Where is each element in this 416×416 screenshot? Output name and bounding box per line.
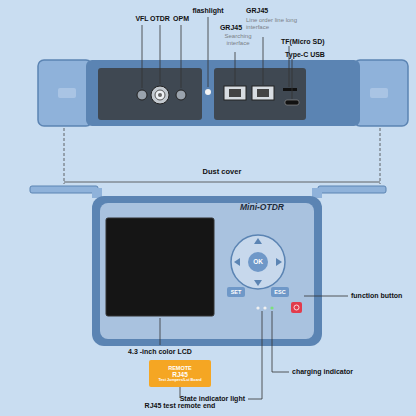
node-text: OK <box>253 258 263 265</box>
flap-tab <box>58 88 76 98</box>
nav-pad <box>231 235 285 289</box>
node-text: RJ45 <box>172 371 188 378</box>
power-button <box>291 302 302 313</box>
port-note: Searching interface <box>213 33 263 47</box>
rj45-port <box>257 89 269 97</box>
dust-cover-open <box>30 186 98 193</box>
remote-unit: REMOTERJ45Test Jumpers/Lui Board <box>149 360 211 387</box>
part-label: function button <box>351 292 402 300</box>
led <box>256 306 259 309</box>
device-frame <box>92 196 322 346</box>
esc-button: ESC <box>271 287 289 297</box>
device-body: Mini-OTDR OK SET ESC <box>92 196 322 346</box>
port-note: Line order line long interface <box>246 17 316 31</box>
part-label: Dust cover <box>203 168 242 177</box>
part-label: flashlight <box>192 7 223 15</box>
flap-tab <box>370 88 388 98</box>
arrow-keys <box>234 238 282 286</box>
node-text: SET <box>231 289 242 295</box>
node-text: Mini-OTDR <box>240 203 284 212</box>
port-label: Type-C USB <box>285 51 325 59</box>
port-label: TF(Micro SD) <box>281 38 325 46</box>
node-text: ESC <box>274 289 285 295</box>
port-label: OTDR <box>150 15 170 23</box>
rj45-port <box>224 86 246 100</box>
node-text: REMOTE <box>168 365 192 371</box>
leader-lines <box>142 17 292 99</box>
port-label: OPM <box>173 15 189 23</box>
lcd-screen <box>106 218 214 316</box>
rj45-port <box>252 86 274 100</box>
part-label: charging indicator <box>292 368 353 376</box>
port-label: VFL <box>135 15 148 23</box>
led <box>270 306 273 309</box>
part-label: 4.3 -inch color LCD <box>128 348 192 356</box>
opm-port <box>176 90 186 100</box>
hinge <box>312 188 322 198</box>
dust-cover-open <box>318 186 386 193</box>
usb-c-port <box>285 100 299 105</box>
port-panel <box>98 68 202 120</box>
otdr-port <box>155 90 165 100</box>
set-button: SET <box>227 287 245 297</box>
part-label: RJ45 test remote end <box>145 402 216 410</box>
node-text: Test Jumpers/Lui Board <box>158 378 201 382</box>
ok-button: OK <box>248 252 268 272</box>
flashlight-lens <box>205 89 211 95</box>
led <box>263 306 266 309</box>
otdr-port <box>158 93 162 97</box>
power-icon <box>294 305 299 310</box>
device-face <box>100 203 314 339</box>
tf-slot <box>283 88 297 91</box>
top-housing <box>86 60 360 126</box>
otdr-port <box>151 86 169 104</box>
dust-cover-bracket <box>64 128 380 184</box>
vfl-port <box>137 90 147 100</box>
port-label: GRJ45 <box>220 24 242 32</box>
port-label: GRJ45 <box>246 7 268 15</box>
part-label: State indicator light <box>180 395 245 403</box>
dust-cover-flap <box>38 60 92 126</box>
dust-cover-flap <box>354 60 408 126</box>
rj45-port <box>229 89 241 97</box>
hinge <box>92 188 102 198</box>
